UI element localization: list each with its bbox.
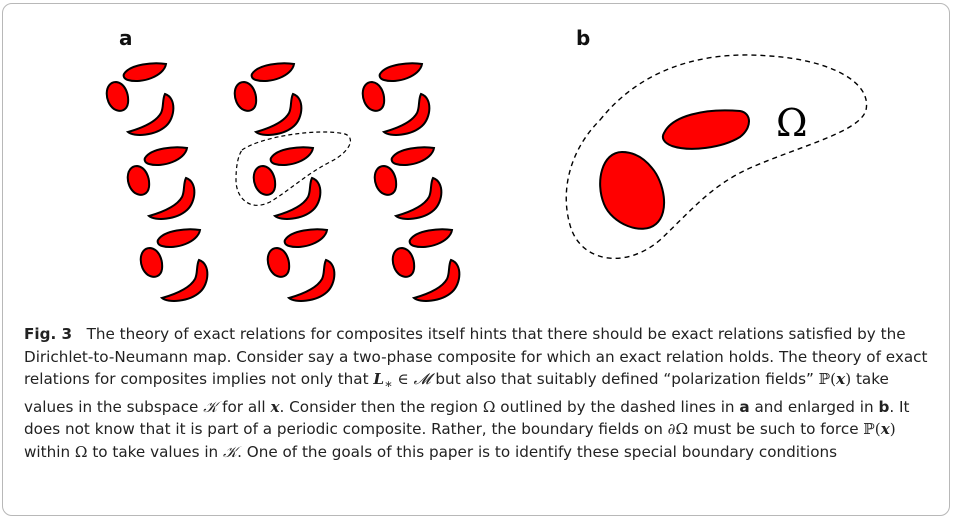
unit-cell <box>105 62 175 136</box>
caption-in: ∈ <box>392 370 414 388</box>
caption-text-3: take values in the subspace <box>24 370 889 416</box>
caption-text-11: to take values in <box>87 442 223 461</box>
caption-x3: x <box>880 420 890 439</box>
caption-P2c: ) <box>889 420 896 439</box>
caption-P2: ℙ( <box>863 420 881 439</box>
panel-label-b: b <box>576 26 591 50</box>
caption-x2: x <box>270 397 280 416</box>
caption-text-2: but also that suitably defined “polariza… <box>430 370 819 388</box>
caption-K1: 𝒦 <box>203 397 218 416</box>
caption-text-4: for all <box>217 397 271 416</box>
inclusion-round <box>599 150 666 230</box>
caption-P1c: ) <box>845 370 852 388</box>
panel-label-a: a <box>119 26 133 50</box>
dashed-region-b <box>565 54 868 260</box>
unit-cell <box>266 228 336 302</box>
caption-fig-label: Fig. 3 <box>24 325 73 343</box>
unit-cell <box>373 146 443 220</box>
unit-cell <box>126 146 196 220</box>
unit-cell <box>139 228 209 302</box>
unit-cell <box>233 62 303 136</box>
inclusion-elongated <box>661 109 750 150</box>
caption-L-sub: ∗ <box>384 376 393 392</box>
figure-illustration: Ω <box>105 54 868 302</box>
caption-text-8: . It does not know that it is part of a … <box>24 397 910 439</box>
caption-text-12: . One of the goals of this paper is to i… <box>237 442 838 461</box>
caption-omega-1: Ω <box>482 397 496 416</box>
caption-text-9: must be such to force <box>688 420 864 439</box>
omega-label: Ω <box>776 101 808 145</box>
enlarged-region-b: Ω <box>565 54 868 260</box>
figure-frame <box>2 3 950 516</box>
caption-K2: 𝒦 <box>223 442 238 461</box>
caption-L: L <box>373 370 385 388</box>
caption-omega-2: Ω <box>74 442 88 461</box>
caption-text-6: outlined by the dashed lines in <box>495 397 740 416</box>
caption-text-10: within <box>24 442 75 461</box>
caption-boundary-omega: ∂Ω <box>667 420 689 439</box>
caption-text-7: and enlarged in <box>749 397 879 416</box>
figure-caption: Fig. 3 The theory of exact relations for… <box>24 323 932 463</box>
caption-text-1: The theory of exact relations for compos… <box>24 325 928 388</box>
caption-ref-b: b <box>878 397 890 416</box>
caption-P1: ℙ( <box>818 370 837 388</box>
caption-text-5: . Consider then the region <box>279 397 483 416</box>
unit-cell <box>391 228 461 302</box>
unit-cell <box>361 62 431 136</box>
unit-cell <box>252 146 322 220</box>
dashed-region-a <box>235 131 351 206</box>
caption-ref-a: a <box>739 397 750 416</box>
caption-x1: x <box>836 370 846 388</box>
caption-M: 𝓜 <box>413 370 431 388</box>
periodic-composite-a <box>105 62 461 302</box>
